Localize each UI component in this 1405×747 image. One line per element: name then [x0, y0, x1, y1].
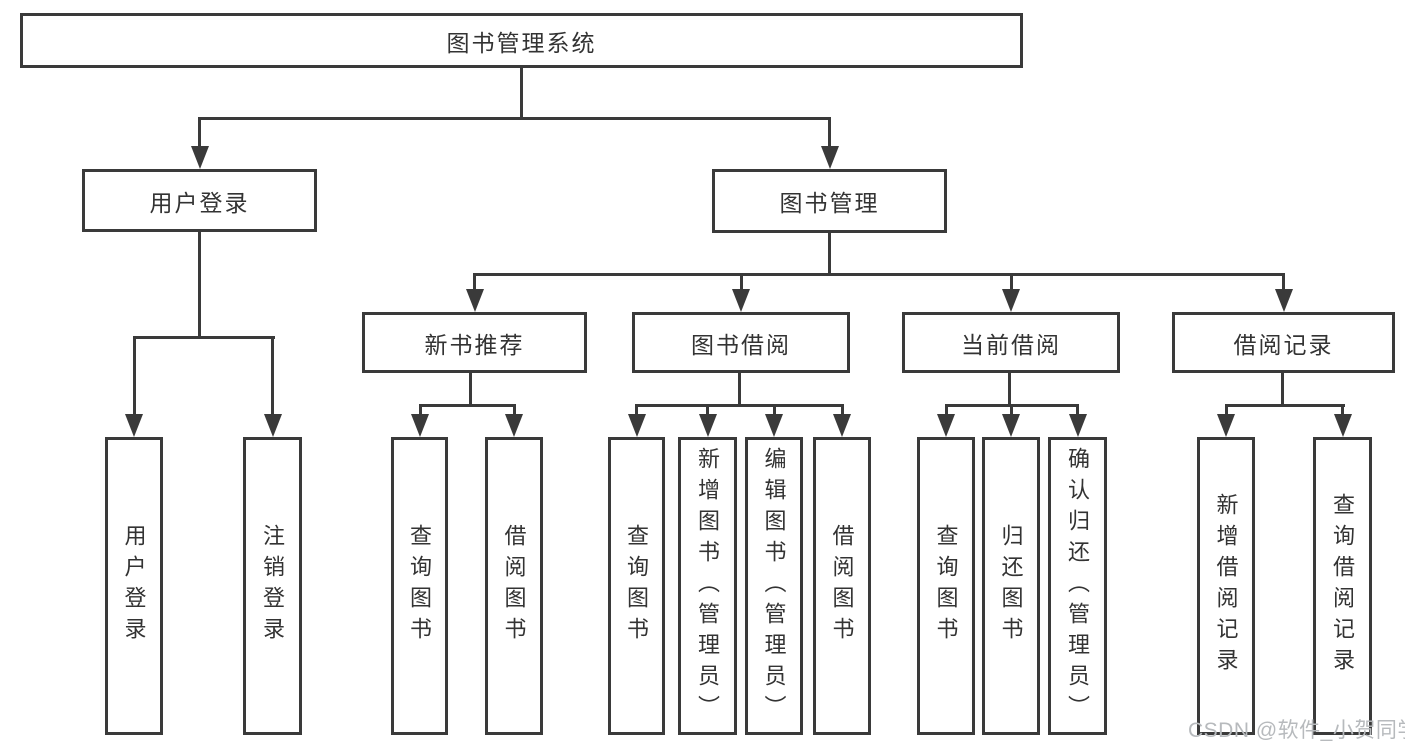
connector-new-book-recommend-stem: [469, 373, 472, 407]
connector-book-management-stem: [828, 233, 831, 276]
arrowhead-icon: [411, 414, 429, 437]
leaf-label: 新增图书（管理员）: [695, 446, 721, 726]
arrowhead-icon: [465, 289, 484, 312]
arrowhead-icon: [1274, 289, 1293, 312]
arrowhead-icon: [820, 146, 839, 169]
leaf-borrow-book-recommend: 借阅图书: [485, 437, 543, 735]
arrowhead-icon: [190, 146, 209, 169]
node-new-book-recommend: 新书推荐: [362, 312, 587, 373]
leaf-query-book-current: 查询图书: [917, 437, 975, 735]
arrowhead-icon: [125, 414, 143, 437]
node-user-login: 用户登录: [82, 169, 317, 232]
connector-level2-branch: [198, 117, 831, 120]
leaf-label: 确认归还（管理员）: [1065, 446, 1091, 726]
arrowhead-icon: [1002, 414, 1020, 437]
leaf-label: 查询图书: [933, 524, 959, 648]
leaf-add-borrow-record: 新增借阅记录: [1197, 437, 1255, 735]
arrowhead-icon: [505, 414, 523, 437]
arrow-to-borrow-records: [1274, 273, 1293, 312]
leaf-label: 注销登录: [260, 524, 286, 648]
connector-book-borrow-stem: [738, 373, 741, 407]
arrow-to-book-borrow: [732, 273, 750, 312]
arrow-to-leaf-borrow-book-1: [505, 404, 523, 437]
leaf-add-book-admin: 新增图书（管理员）: [678, 437, 737, 735]
arrow-to-user-login: [190, 117, 209, 169]
arrow-to-leaf-borrow-book-2: [833, 404, 851, 437]
leaf-label: 借阅图书: [829, 524, 855, 648]
leaf-label: 查询借阅记录: [1330, 493, 1356, 679]
leaf-label: 归还图书: [998, 524, 1024, 648]
connector-level3-branch: [473, 273, 1285, 276]
arrowhead-icon: [698, 414, 717, 437]
connector-book-borrow-branch: [635, 404, 844, 407]
arrowhead-icon: [263, 414, 282, 437]
leaf-label: 查询图书: [624, 524, 650, 648]
connector-new-book-recommend-branch: [418, 404, 516, 407]
arrowhead-icon: [1002, 289, 1020, 312]
arrow-to-leaf-add-book: [698, 404, 717, 437]
leaf-query-book-borrow: 查询图书: [608, 437, 665, 735]
arrow-to-current-borrow: [1002, 273, 1020, 312]
leaf-borrow-book: 借阅图书: [813, 437, 871, 735]
arrowhead-icon: [1068, 414, 1087, 437]
arrow-to-leaf-edit-book: [765, 404, 783, 437]
arrow-to-leaf-query-borrow-record: [1333, 404, 1352, 437]
leaf-label: 编辑图书（管理员）: [761, 446, 787, 726]
arrow-to-leaf-query-book-3: [937, 404, 955, 437]
leaf-label: 查询图书: [407, 524, 433, 648]
arrowhead-icon: [833, 414, 851, 437]
leaf-label: 用户登录: [121, 524, 147, 648]
connector-borrow-records-stem: [1281, 373, 1284, 407]
node-borrow-records: 借阅记录: [1172, 312, 1395, 373]
connector-root-stem: [520, 68, 523, 120]
arrow-to-leaf-confirm-return: [1068, 404, 1087, 437]
arrow-to-leaf-add-borrow-record: [1217, 404, 1235, 437]
leaf-edit-book-admin: 编辑图书（管理员）: [745, 437, 803, 735]
arrowhead-icon: [765, 414, 783, 437]
leaf-confirm-return-admin: 确认归还（管理员）: [1048, 437, 1107, 735]
connector-user-login-branch: [132, 336, 275, 339]
arrowhead-icon: [732, 289, 750, 312]
leaf-user-login: 用户登录: [105, 437, 163, 735]
arrow-to-leaf-user-login: [125, 336, 143, 437]
arrow-to-leaf-return-book: [1002, 404, 1020, 437]
arrow-to-leaf-query-book-1: [411, 404, 429, 437]
leaf-label: 新增借阅记录: [1213, 493, 1239, 679]
arrowhead-icon: [937, 414, 955, 437]
node-root-library-management-system: 图书管理系统: [20, 13, 1023, 68]
arrow-to-book-management: [820, 117, 839, 169]
connector-user-login-stem: [198, 232, 201, 339]
arrowhead-icon: [1217, 414, 1235, 437]
connector-borrow-records-branch: [1224, 404, 1345, 407]
arrowhead-icon: [1333, 414, 1352, 437]
leaf-label: 借阅图书: [501, 524, 527, 648]
arrow-to-leaf-logout: [263, 336, 282, 437]
node-current-borrow: 当前借阅: [902, 312, 1120, 373]
leaf-return-book: 归还图书: [982, 437, 1040, 735]
node-book-management: 图书管理: [712, 169, 947, 233]
csdn-watermark: CSDN @软件_小贺同学: [1188, 719, 1405, 742]
node-book-borrow: 图书借阅: [632, 312, 850, 373]
arrow-to-leaf-query-book-2: [627, 404, 646, 437]
leaf-logout-login: 注销登录: [243, 437, 302, 735]
leaf-query-book-recommend: 查询图书: [391, 437, 448, 735]
leaf-query-borrow-record: 查询借阅记录: [1313, 437, 1372, 735]
arrow-to-new-book-recommend: [465, 273, 484, 312]
connector-current-borrow-stem: [1008, 373, 1011, 407]
arrowhead-icon: [627, 414, 646, 437]
